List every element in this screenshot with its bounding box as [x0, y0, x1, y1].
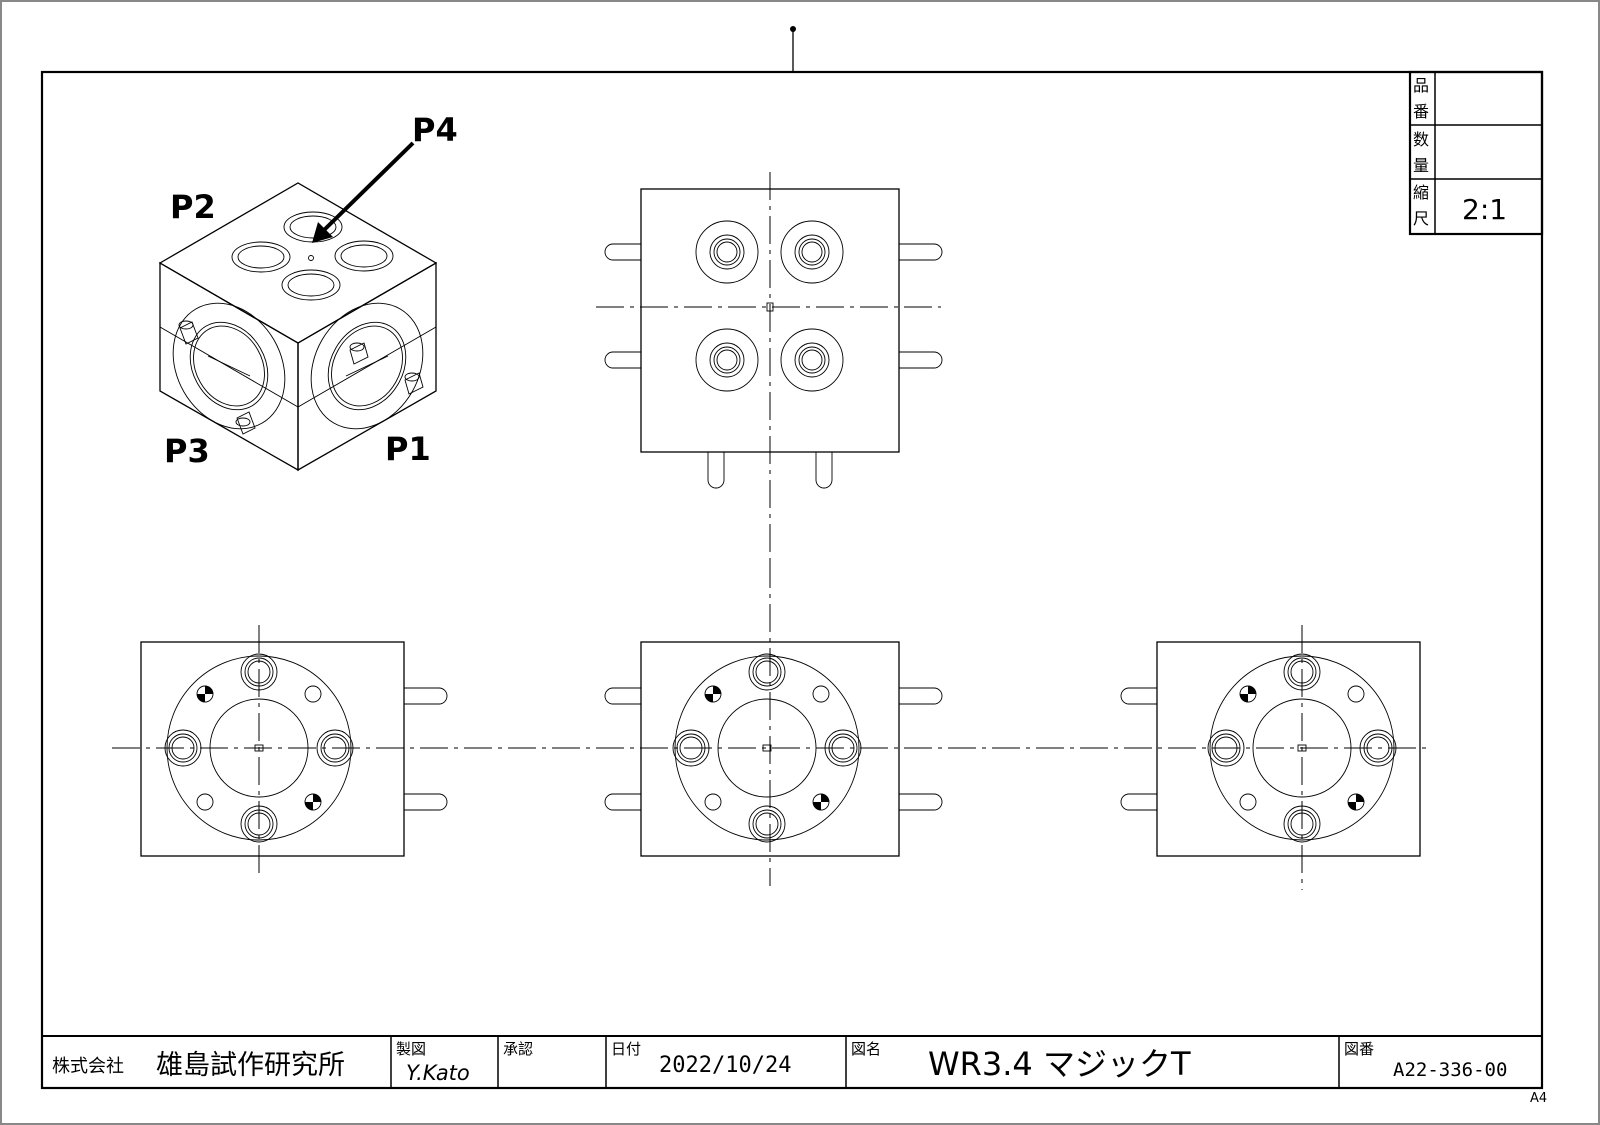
drawn-label: 製図: [396, 1040, 426, 1058]
drawing-frame: [40, 70, 1544, 1090]
quantity-label-2: 量: [1413, 156, 1429, 175]
top-center-dot: [790, 26, 796, 32]
approved-label: 承認: [503, 1040, 533, 1058]
label-p3: P3: [164, 432, 210, 470]
drawing-number: A22-336-00: [1393, 1059, 1507, 1081]
label-p2: P2: [170, 188, 216, 226]
quantity-label-1: 数: [1413, 130, 1429, 149]
parts-table: 品 番 数 量 縮 尺 2:1: [1408, 70, 1544, 236]
isometric-view: [158, 182, 438, 472]
center-view: [604, 560, 943, 886]
scale-label-2: 尺: [1413, 209, 1429, 228]
p4-arrow: [318, 141, 415, 236]
top-view: [596, 172, 943, 560]
left-view: [140, 625, 448, 876]
company-name: 雄島試作研究所: [156, 1050, 345, 1081]
date-value: 2022/10/24: [659, 1053, 791, 1078]
part-no-label-1: 品: [1413, 76, 1429, 95]
part-no-label-2: 番: [1413, 102, 1429, 121]
title-block: 株式会社 雄島試作研究所 製図 Y.Kato 承認 日付 2022/10/24 …: [42, 1035, 1547, 1106]
right-view: [1120, 625, 1421, 890]
p4-arrowhead: [312, 222, 333, 243]
drawn-by: Y.Kato: [406, 1061, 470, 1085]
label-p1: P1: [385, 430, 431, 468]
company-prefix: 株式会社: [52, 1056, 124, 1077]
drawing-name: WR3.4 マジックT: [928, 1045, 1191, 1083]
scale-label-1: 縮: [1413, 183, 1429, 202]
scale-value: 2:1: [1462, 193, 1507, 226]
date-label: 日付: [611, 1040, 641, 1058]
drawing-name-label: 図名: [851, 1040, 881, 1058]
sheet-size: A4: [1530, 1091, 1547, 1106]
label-p4: P4: [412, 111, 458, 149]
drawing-number-label: 図番: [1344, 1040, 1374, 1058]
